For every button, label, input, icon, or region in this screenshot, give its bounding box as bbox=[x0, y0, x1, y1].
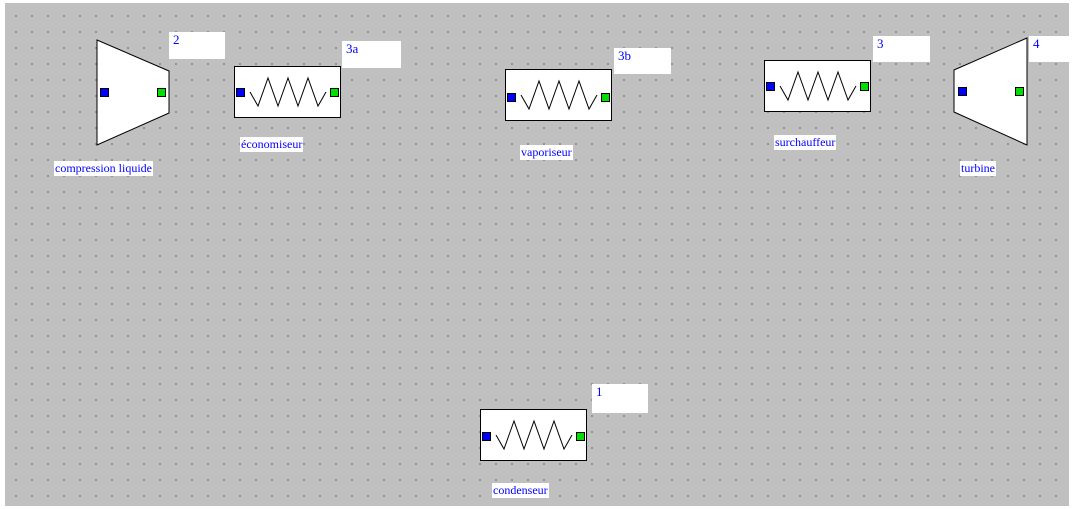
component-label: condenseur bbox=[492, 483, 549, 498]
inlet-port[interactable] bbox=[766, 82, 775, 91]
outlet-port[interactable] bbox=[860, 82, 869, 91]
heat-exchanger-icon bbox=[234, 66, 341, 118]
state-point-label[interactable]: 1 bbox=[592, 384, 648, 413]
inlet-port[interactable] bbox=[482, 432, 491, 441]
outlet-port[interactable] bbox=[157, 88, 166, 97]
turbine-component[interactable] bbox=[953, 37, 1028, 149]
heat-exchanger-icon bbox=[480, 409, 587, 461]
state-point-label[interactable]: 2 bbox=[169, 32, 225, 59]
compressor-component[interactable] bbox=[96, 39, 170, 149]
economiser-component[interactable] bbox=[234, 66, 341, 118]
component-label: vaporiseur bbox=[520, 145, 573, 160]
state-point-label[interactable]: 3b bbox=[614, 48, 671, 74]
component-label: surchauffeur bbox=[774, 135, 837, 150]
outlet-port[interactable] bbox=[1015, 87, 1024, 96]
state-point-label[interactable]: 4 bbox=[1029, 36, 1069, 62]
state-point-label[interactable]: 3 bbox=[873, 36, 930, 62]
inlet-port[interactable] bbox=[958, 87, 967, 96]
outlet-port[interactable] bbox=[330, 88, 339, 97]
component-label: turbine bbox=[960, 161, 996, 176]
vaporiser-component[interactable] bbox=[505, 69, 612, 121]
component-label: compression liquide bbox=[54, 161, 153, 176]
state-point-label[interactable]: 3a bbox=[342, 41, 401, 68]
condenser-component[interactable] bbox=[480, 409, 587, 461]
superheater-component[interactable] bbox=[764, 60, 871, 112]
inlet-port[interactable] bbox=[100, 88, 109, 97]
turbine-icon bbox=[953, 37, 1028, 146]
outlet-port[interactable] bbox=[576, 432, 585, 441]
outlet-port[interactable] bbox=[601, 93, 610, 102]
heat-exchanger-icon bbox=[505, 69, 612, 121]
inlet-port[interactable] bbox=[236, 88, 245, 97]
inlet-port[interactable] bbox=[507, 93, 516, 102]
compressor-icon bbox=[96, 39, 170, 146]
heat-exchanger-icon bbox=[764, 60, 871, 112]
component-label: économiseur bbox=[240, 137, 304, 152]
diagram-canvas: 2 compression liquide 3a économiseur 3b … bbox=[5, 3, 1069, 506]
